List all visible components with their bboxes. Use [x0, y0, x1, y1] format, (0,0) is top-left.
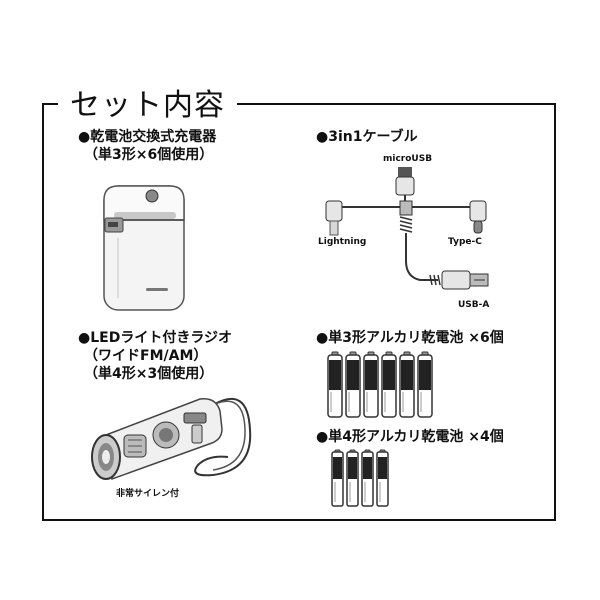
radio-image — [91, 397, 252, 481]
content-frame — [42, 103, 556, 521]
aaa-battery-label: ●単4形アルカリ乾電池 ×4個 — [316, 429, 504, 445]
aaa-batteries-image — [331, 449, 389, 507]
typec-label: Type-C — [448, 237, 482, 247]
microusb-label: microUSB — [383, 154, 433, 164]
charger-label: ●乾電池交換式充電器 — [78, 129, 217, 145]
charger-sublabel: （単3形×6個使用） — [84, 147, 214, 163]
charger-image — [103, 185, 185, 311]
radio-sublabel-1: （ワイドFM/AM） — [84, 348, 208, 364]
cable-image — [325, 167, 489, 290]
aa-battery-label: ●単3形アルカリ乾電池 ×6個 — [316, 330, 504, 346]
siren-note: 非常サイレン付 — [116, 489, 180, 499]
usba-label: USB-A — [458, 300, 490, 310]
cable-label: ●3in1ケーブル — [316, 129, 418, 145]
section-title: セット内容 — [58, 80, 237, 124]
lightning-label: Lightning — [318, 237, 367, 247]
radio-label: ●LEDライト付きラジオ — [78, 330, 233, 346]
aa-batteries-image — [327, 351, 433, 418]
radio-sublabel-2: （単4形×3個使用） — [84, 366, 214, 382]
